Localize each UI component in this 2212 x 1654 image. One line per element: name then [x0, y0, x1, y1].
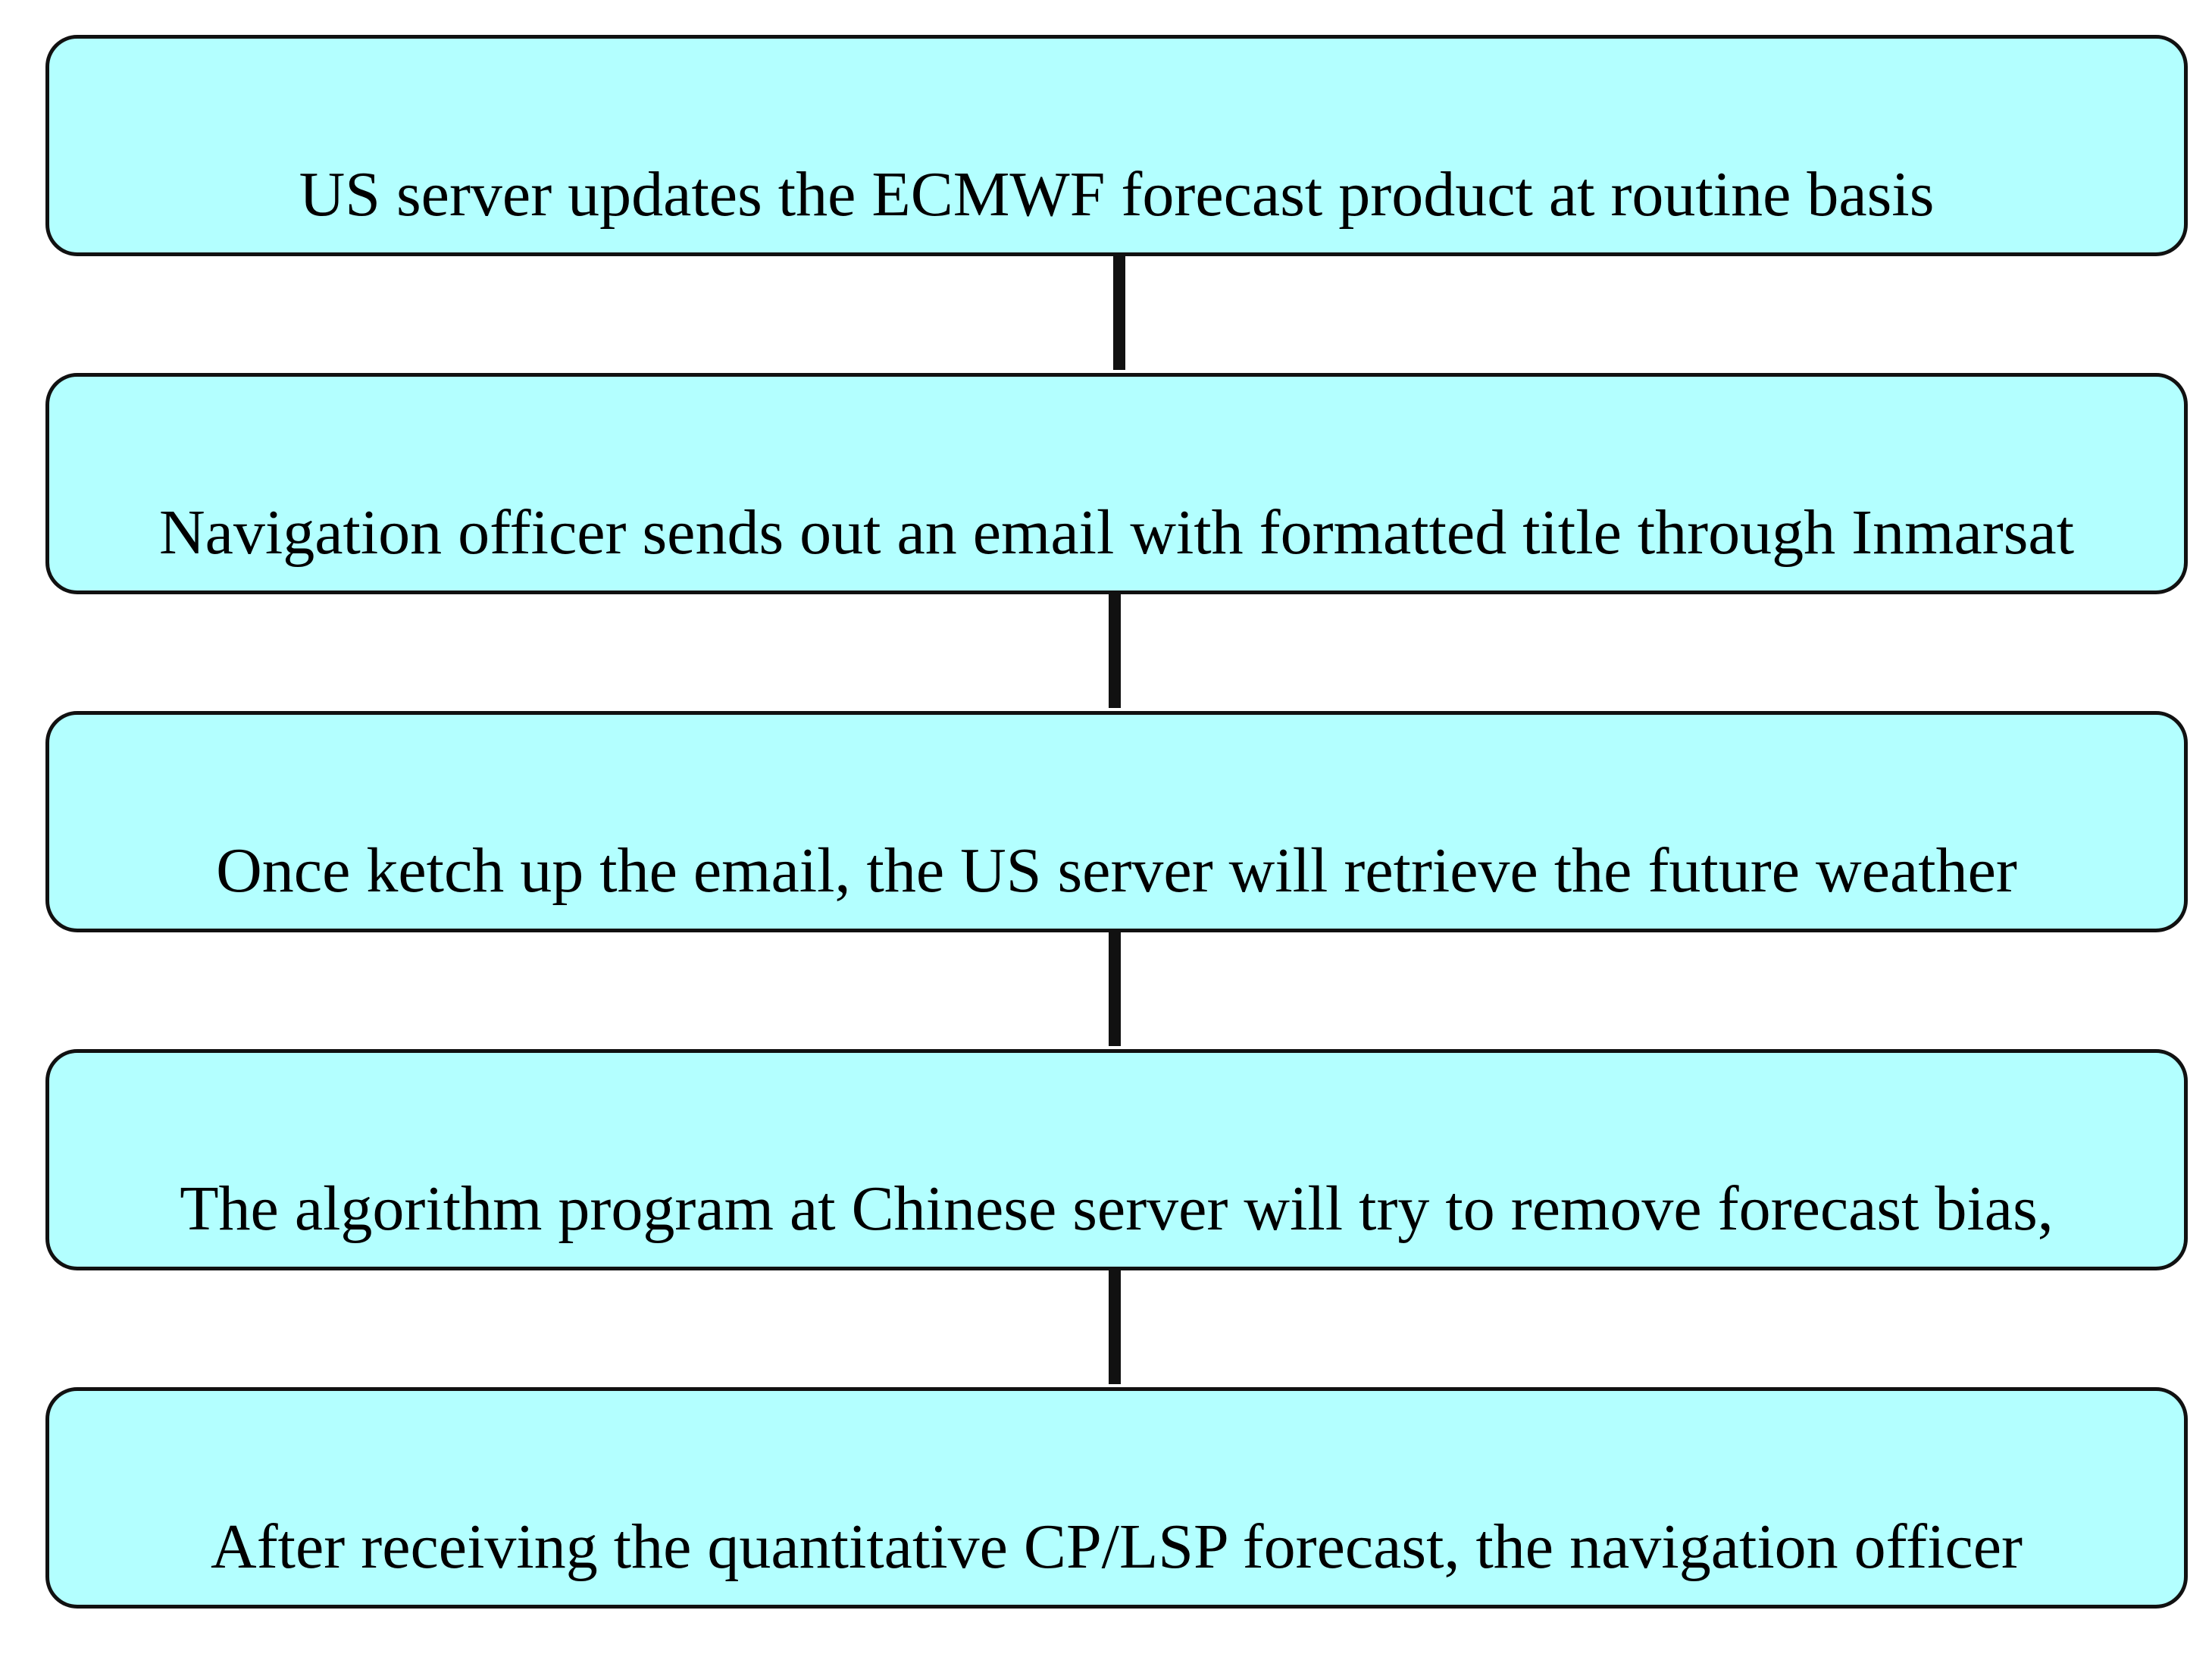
- flow-step-2-label: Navigation officer sends out an email wi…: [158, 497, 2075, 568]
- connector-3-4: [1109, 932, 1121, 1046]
- connector-4-5: [1109, 1270, 1121, 1384]
- flow-step-1: US server updates the ECMWF forecast pro…: [45, 35, 2188, 256]
- flow-step-3-label: Once ketch up the email, the US server w…: [216, 835, 2017, 906]
- flow-step-4-label: The algorithm program at Chinese server …: [180, 1173, 2054, 1244]
- flow-step-5: After receiving the quantitative CP/LSP …: [45, 1387, 2188, 1609]
- flow-step-5-label: After receiving the quantitative CP/LSP …: [211, 1511, 2023, 1582]
- connector-1-2: [1113, 256, 1125, 370]
- flow-step-2: Navigation officer sends out an email wi…: [45, 373, 2188, 594]
- flow-step-1-label: US server updates the ECMWF forecast pro…: [299, 159, 1935, 230]
- flow-step-4: The algorithm program at Chinese server …: [45, 1049, 2188, 1270]
- flow-step-3: Once ketch up the email, the US server w…: [45, 711, 2188, 932]
- connector-2-3: [1109, 594, 1121, 708]
